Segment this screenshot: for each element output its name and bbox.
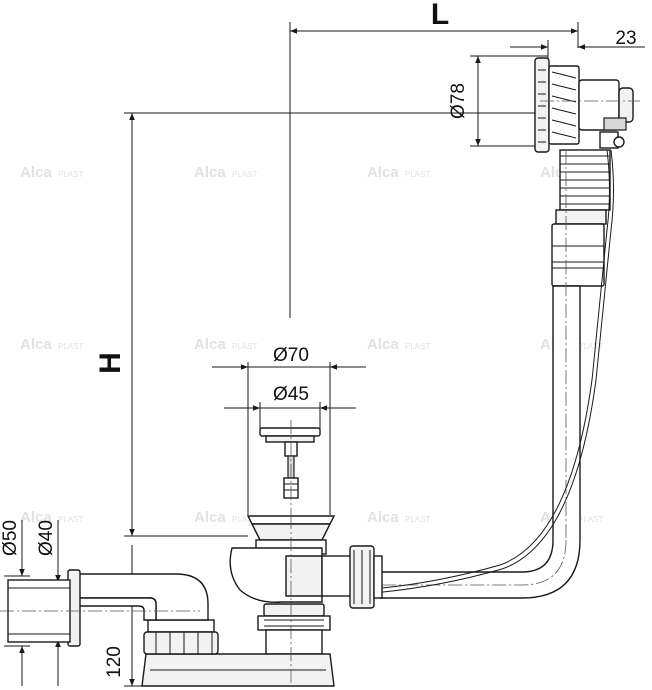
watermark: Alca PLAST (194, 164, 257, 181)
svg-text:PLAST: PLAST (405, 515, 430, 524)
svg-text:Alca: Alca (194, 164, 226, 181)
watermark: Alca PLAST (20, 164, 83, 181)
dimension-23: 23 (510, 28, 645, 60)
watermark: Alca PLAST (367, 509, 430, 526)
dimension-d78: Ø78 (448, 55, 548, 147)
overflow-head (534, 57, 640, 153)
svg-text:PLAST: PLAST (58, 515, 83, 524)
dimension-120: 120 (104, 545, 150, 687)
svg-text:PLAST: PLAST (232, 170, 257, 179)
watermark: Alca PLAST (367, 164, 430, 181)
dimension-d70: Ø70 (212, 345, 366, 515)
svg-text:PLAST: PLAST (578, 515, 603, 524)
svg-text:PLAST: PLAST (58, 342, 83, 351)
label-d70: Ø70 (273, 345, 309, 366)
watermark: Alca PLAST (194, 336, 257, 353)
svg-text:Alca: Alca (194, 336, 226, 353)
outlet-pipe (0, 569, 209, 647)
svg-text:PLAST: PLAST (232, 342, 257, 351)
label-d45: Ø45 (273, 384, 309, 405)
svg-text:Alca: Alca (20, 336, 52, 353)
dimension-l: L (289, 0, 579, 318)
dimension-h: H (94, 112, 610, 537)
svg-text:Alca: Alca (367, 164, 399, 181)
label-h: H (94, 352, 127, 374)
svg-text:PLAST: PLAST (578, 342, 603, 351)
dimension-d50: Ø50 (0, 520, 30, 686)
watermark: Alca PLAST (367, 336, 430, 353)
watermark: Alca PLAST (20, 336, 83, 353)
svg-text:Alca: Alca (367, 336, 399, 353)
dimension-d45: Ø45 (224, 384, 356, 430)
watermark: Alca PLAST (194, 509, 257, 526)
svg-text:Alca: Alca (20, 509, 52, 526)
label-d40: Ø40 (36, 520, 57, 556)
label-23: 23 (615, 28, 636, 49)
svg-text:PLAST: PLAST (405, 170, 430, 179)
label-l: L (431, 0, 449, 31)
waste-body (229, 515, 383, 609)
svg-text:PLAST: PLAST (58, 170, 83, 179)
svg-text:Alca: Alca (194, 509, 226, 526)
watermark: Alca PLAST (20, 509, 83, 526)
svg-text:PLAST: PLAST (232, 515, 257, 524)
label-120: 120 (104, 646, 125, 678)
svg-text:Alca: Alca (367, 509, 399, 526)
overflow-tube (260, 149, 614, 599)
label-d78: Ø78 (448, 83, 469, 119)
svg-text:Alca: Alca (20, 164, 52, 181)
label-d50: Ø50 (0, 520, 21, 556)
dimension-d40: Ø40 (36, 520, 61, 686)
waste-plug (259, 420, 321, 660)
svg-text:PLAST: PLAST (405, 342, 430, 351)
